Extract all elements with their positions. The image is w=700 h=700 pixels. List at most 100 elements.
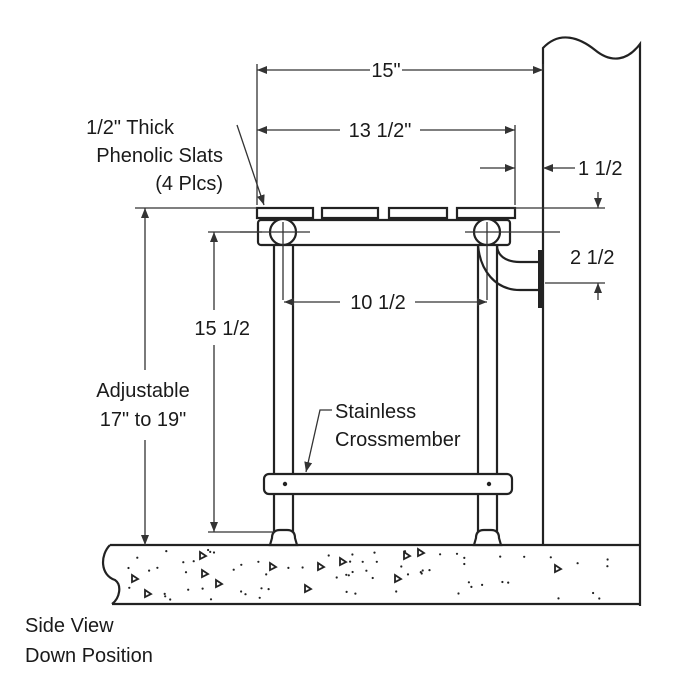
concrete-speck — [209, 550, 212, 554]
concrete-speck — [184, 571, 188, 574]
concrete-speck — [592, 591, 595, 595]
concrete-speck — [127, 566, 130, 570]
concrete-speck — [207, 548, 210, 552]
concrete-speck — [257, 560, 260, 563]
concrete-speck — [128, 586, 131, 589]
concrete-speck — [258, 596, 261, 599]
concrete-speck — [182, 561, 185, 564]
concrete-speck — [470, 585, 473, 589]
crossmember-label-line1: Stainless — [335, 401, 416, 423]
concrete-speck — [240, 563, 243, 566]
dim-leg-height: 15 1/2 — [194, 318, 250, 340]
concrete-aggregate — [403, 550, 412, 561]
dim-wall-offset: 1 1/2 — [578, 158, 622, 180]
concrete-speck — [428, 569, 431, 572]
slats-label-line1: 1/2" Thick — [86, 117, 175, 139]
caption-line1: Side View — [25, 615, 114, 637]
concrete-speck — [439, 553, 442, 556]
wall — [541, 36, 642, 606]
concrete-speck — [499, 555, 502, 558]
concrete-speck — [267, 588, 270, 591]
concrete-speck — [549, 556, 552, 559]
legs — [268, 245, 503, 547]
concrete-speck — [169, 598, 172, 601]
concrete-speck — [349, 560, 352, 563]
concrete-speck — [265, 573, 268, 576]
concrete-speck — [209, 598, 213, 601]
concrete-speck — [421, 569, 424, 572]
concrete-speck — [598, 597, 601, 600]
concrete-speck — [400, 565, 403, 568]
concrete-speck — [395, 590, 398, 593]
concrete-speck — [335, 576, 338, 579]
concrete-aggregate — [317, 561, 326, 572]
concrete-speck — [606, 558, 609, 561]
concrete-aggregate — [201, 568, 210, 579]
concrete-speck — [301, 566, 304, 569]
concrete-floor — [102, 543, 640, 606]
dim-seat-height-line1: Adjustable — [96, 380, 189, 402]
concrete-speck — [347, 574, 350, 577]
concrete-speck — [165, 550, 168, 553]
concrete-aggregate — [269, 561, 278, 572]
concrete-speck — [606, 565, 609, 568]
concrete-speck — [136, 556, 139, 559]
concrete-speck — [557, 597, 560, 600]
stainless-crossmember — [262, 472, 514, 496]
concrete-speck — [287, 566, 290, 570]
concrete-speck — [373, 551, 376, 554]
concrete-speck — [361, 560, 364, 563]
caption-line2: Down Position — [25, 645, 153, 667]
concrete-speck — [327, 554, 330, 557]
concrete-aggregate — [417, 547, 426, 558]
concrete-speck — [523, 555, 526, 558]
concrete-speck — [187, 588, 190, 591]
concrete-speck — [163, 592, 166, 596]
concrete-speck — [576, 562, 579, 565]
concrete-speck — [351, 570, 354, 574]
concrete-speck — [212, 551, 216, 554]
concrete-speck — [201, 587, 204, 590]
concrete-speck — [481, 583, 484, 587]
concrete-speck — [463, 556, 466, 560]
wall-bracket — [476, 244, 543, 308]
concrete-speck — [457, 592, 460, 595]
concrete-aggregate — [304, 583, 313, 594]
concrete-speck — [354, 592, 357, 595]
dim-leg-spacing: 10 1/2 — [350, 292, 406, 314]
concrete-aggregate — [394, 573, 403, 584]
phenolic-slats — [255, 206, 517, 220]
concrete-aggregate — [339, 556, 348, 567]
concrete-aggregate — [215, 578, 224, 589]
concrete-speck — [463, 562, 466, 566]
concrete-aggregate — [144, 588, 153, 599]
dim-overall-width: 15" — [371, 60, 400, 82]
concrete-speck — [244, 593, 247, 596]
concrete-speck — [455, 552, 459, 555]
concrete-speck — [467, 581, 470, 584]
concrete-speck — [420, 572, 423, 575]
concrete-speck — [507, 581, 510, 584]
concrete-speck — [345, 573, 348, 576]
concrete-speck — [156, 566, 159, 569]
concrete-aggregate — [554, 563, 563, 574]
concrete-speck — [365, 569, 368, 572]
concrete-speck — [345, 590, 348, 594]
concrete-speck — [192, 560, 195, 563]
dim-seat-height-line2: 17" to 19" — [100, 409, 186, 431]
concrete-speck — [164, 595, 167, 598]
concrete-speck — [232, 568, 235, 571]
slats-label-line3: (4 Plcs) — [155, 173, 223, 195]
concrete-speck — [406, 573, 410, 576]
concrete-speck — [501, 580, 504, 584]
concrete-speck — [375, 560, 378, 563]
concrete-speck — [148, 569, 151, 572]
concrete-speck — [371, 576, 374, 580]
concrete-speck — [351, 553, 354, 556]
crossmember-label-line2: Crossmember — [335, 429, 461, 451]
concrete-speck — [240, 590, 243, 593]
concrete-aggregate — [131, 573, 140, 584]
seat-frame — [240, 217, 560, 300]
